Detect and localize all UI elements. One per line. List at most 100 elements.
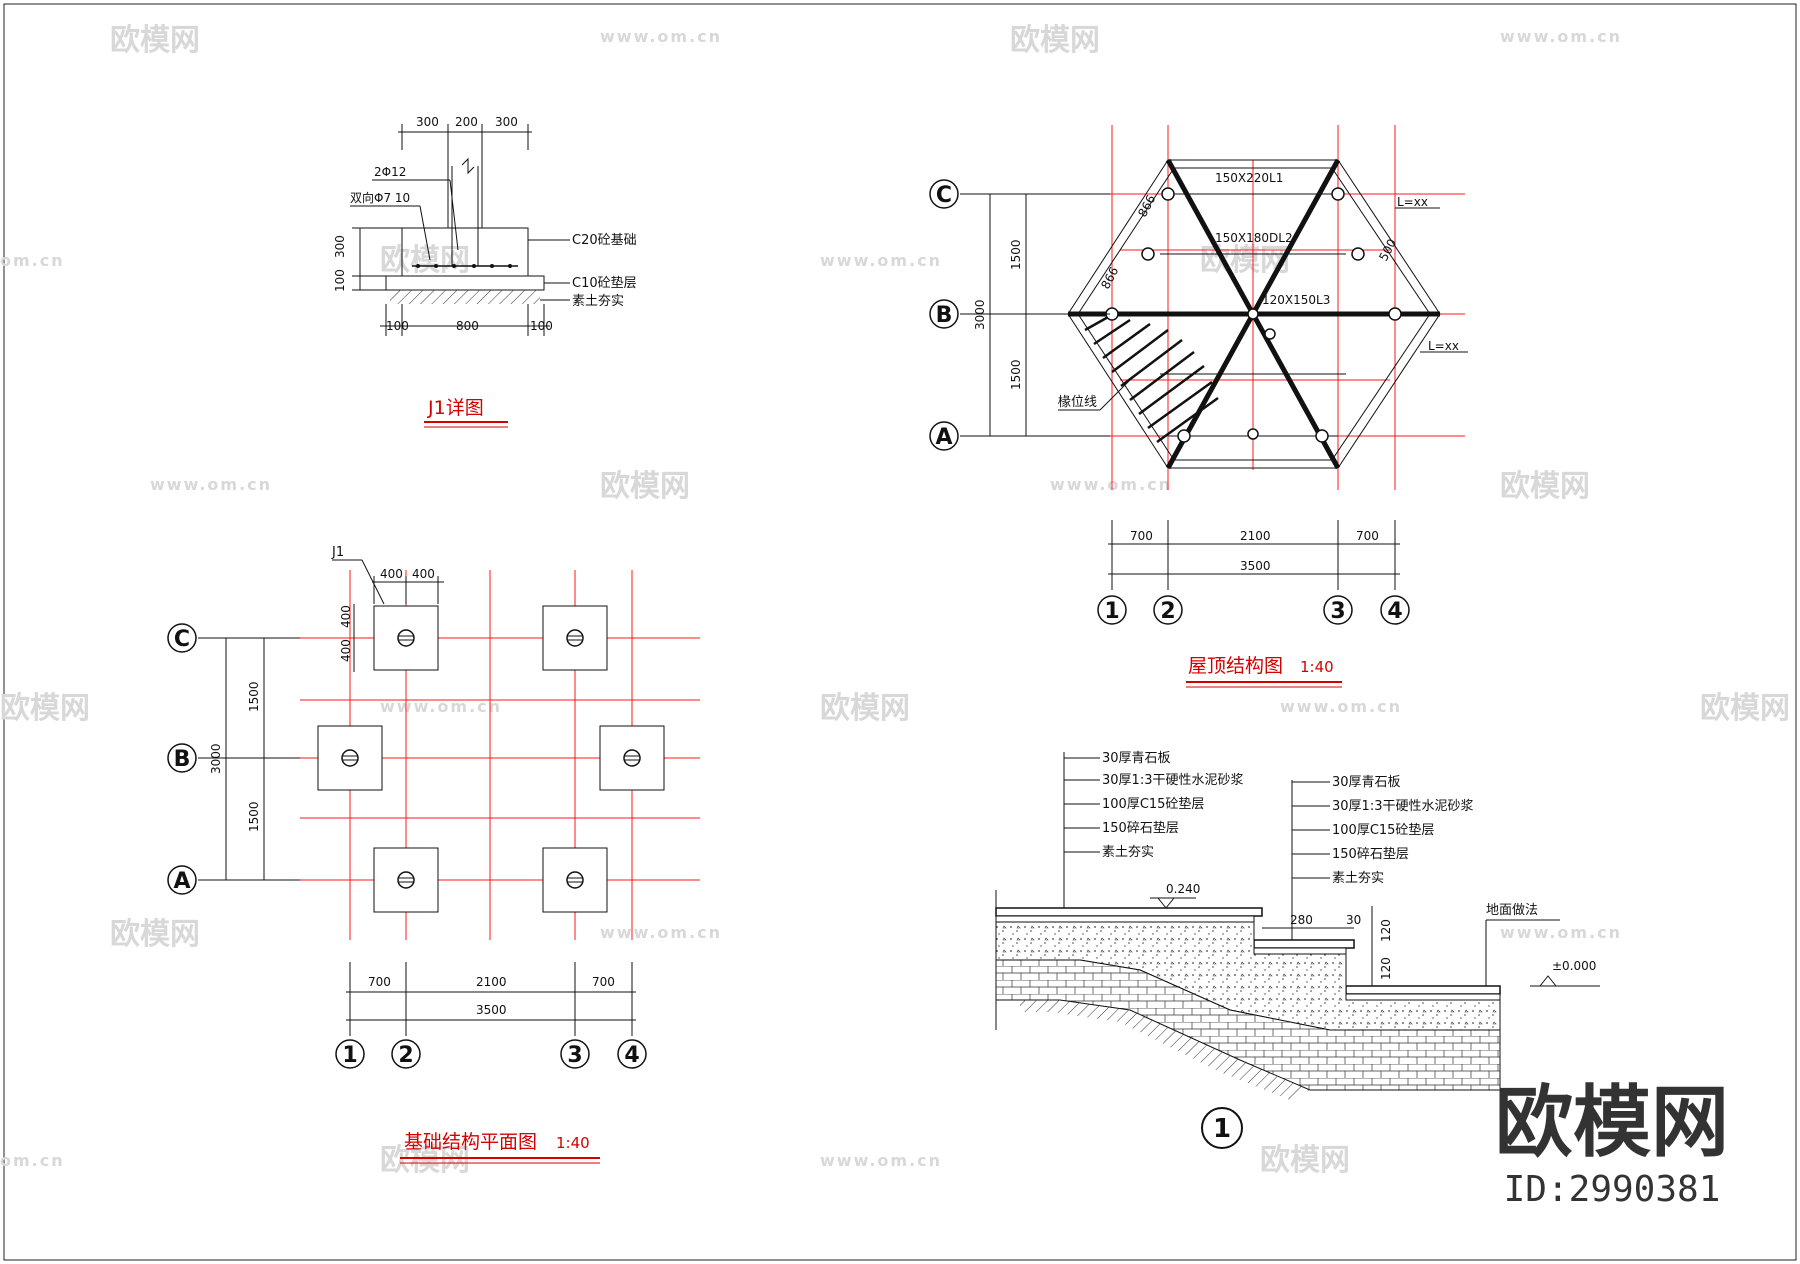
rebar-label: 双向Φ7 10 <box>350 190 410 205</box>
axis-bubble: C <box>929 179 959 209</box>
axis-bubble: A <box>929 421 959 451</box>
small-label: L=xx <box>1397 195 1428 209</box>
sheet-border <box>3 3 1797 1261</box>
dim-label: 300 <box>495 115 518 129</box>
svg-text:C: C <box>174 627 190 652</box>
dim-label: 2100 <box>1240 529 1271 543</box>
watermark-logo: 欧模网 <box>820 691 910 726</box>
foundation-plan: J1 400 400 400 400 1500 3000 1500 C B A … <box>167 545 700 1164</box>
svg-text:A: A <box>173 869 190 894</box>
small-label: L=xx <box>1428 339 1459 353</box>
layer-note: 30厚青石板 <box>1102 751 1171 766</box>
svg-text:A: A <box>935 425 952 450</box>
layer-note: 30厚1:3干硬性水泥砂浆 <box>1102 773 1243 788</box>
axis-bubble: B <box>929 299 959 329</box>
axis-bubble: 2 <box>1153 595 1183 625</box>
roof-title: 屋顶结构图 <box>1188 655 1283 677</box>
svg-text:B: B <box>174 747 191 772</box>
watermark-url: www.om.cn <box>820 251 942 270</box>
watermark-url: www.om.cn <box>1500 923 1622 942</box>
j1-tag: J1 <box>331 545 344 560</box>
axis-bubble: 2 <box>391 1039 421 1069</box>
watermark-logo: 欧模网 <box>110 23 200 58</box>
layer-note: C10砼垫层 <box>572 275 637 291</box>
watermark-url: www.om.cn <box>600 923 722 942</box>
level-mark: 0.240 <box>1166 882 1200 896</box>
layer-note: 素土夯实 <box>1332 871 1384 886</box>
watermark-logo: 欧模网 <box>600 469 690 504</box>
j1-title: J1详图 <box>427 397 484 419</box>
dim-label: 120 <box>1379 957 1393 980</box>
dim-label: 800 <box>456 319 479 333</box>
dim-label: 700 <box>1356 529 1379 543</box>
foundation-scale: 1:40 <box>556 1134 590 1152</box>
watermark-url: www.om.cn <box>600 27 722 46</box>
footing-j1 <box>373 605 439 671</box>
svg-text:3: 3 <box>1330 599 1345 624</box>
svg-text:C: C <box>936 183 952 208</box>
svg-text:2: 2 <box>398 1043 413 1068</box>
axis-bubble: B <box>167 743 197 773</box>
j1-detail: 300 200 300 300 100 100 800 100 <box>333 115 637 428</box>
layer-note: 150碎石垫层 <box>1102 820 1179 836</box>
axis-bubble: C <box>167 623 197 653</box>
dim-label: 1500 <box>1009 359 1023 390</box>
dim-label: 300 <box>416 115 439 129</box>
watermark-logo: 欧模网 <box>380 243 470 278</box>
dim-label: 200 <box>455 115 478 129</box>
watermark-url: www.om.cn <box>820 1151 942 1170</box>
dim-label: 400 <box>412 567 435 581</box>
roof-scale: 1:40 <box>1300 658 1334 676</box>
layer-note: 30厚青石板 <box>1332 775 1401 790</box>
watermark-layer: 欧模网 欧模网 www.om.cn www.om.cn om.cn www.om… <box>0 23 1790 1178</box>
svg-text:B: B <box>936 303 953 328</box>
watermark-url: om.cn <box>0 251 65 270</box>
axis-bubble: 4 <box>1380 595 1410 625</box>
axis-bubble: A <box>167 865 197 895</box>
dim-label: 866 <box>1098 265 1121 292</box>
watermark-url: www.om.cn <box>1050 475 1172 494</box>
axis-bubble: 1 <box>1097 595 1127 625</box>
brand-id: ID:2990381 <box>1503 1169 1721 1210</box>
watermark-logo: 欧模网 <box>1260 1143 1350 1178</box>
beam-label: 150X220L1 <box>1215 171 1283 185</box>
layer-note: C20砼基础 <box>572 233 637 248</box>
svg-text:1: 1 <box>1213 1114 1231 1144</box>
svg-text:4: 4 <box>624 1043 639 1068</box>
axis-bubble: 3 <box>1323 595 1353 625</box>
axis-bubble: 3 <box>560 1039 590 1069</box>
foundation-title: 基础结构平面图 <box>404 1131 537 1153</box>
brand-watermark: 欧模网 ID:2990381 <box>1482 1078 1742 1212</box>
dim-label: 2100 <box>476 975 507 989</box>
dim-label: 700 <box>368 975 391 989</box>
axis-bubble: 1 <box>335 1039 365 1069</box>
beam-label: 120X150L3 <box>1262 293 1330 307</box>
layer-note: 素土夯实 <box>572 294 624 309</box>
watermark-logo: 欧模网 <box>1500 469 1590 504</box>
svg-text:1: 1 <box>342 1043 357 1068</box>
dim-label: 400 <box>380 567 403 581</box>
layer-note: 150碎石垫层 <box>1332 846 1409 862</box>
watermark-logo: 欧模网 <box>380 1143 470 1178</box>
dim-label: 120 <box>1379 919 1393 942</box>
dim-label: 400 <box>339 605 353 628</box>
svg-text:3: 3 <box>567 1043 582 1068</box>
dim-label: 1500 <box>1009 239 1023 270</box>
dim-label: 700 <box>592 975 615 989</box>
dim-label: 700 <box>1130 529 1153 543</box>
layer-note: 素土夯实 <box>1102 845 1154 860</box>
dim-label: 1500 <box>247 681 261 712</box>
svg-text:4: 4 <box>1387 599 1402 624</box>
section-bubble: 1 <box>1201 1107 1243 1149</box>
dim-label: 3000 <box>973 299 987 330</box>
step-section: 30厚青石板 30厚1:3干硬性水泥砂浆 100厚C15砼垫层 150碎石垫层 … <box>995 751 1600 1149</box>
rafter-label: 椽位线 <box>1058 395 1097 410</box>
brand-name: 欧模网 <box>1494 1078 1729 1168</box>
layer-note: 30厚1:3干硬性水泥砂浆 <box>1332 799 1473 814</box>
ground-note: 地面做法 <box>1486 903 1538 918</box>
dim-label: 3500 <box>476 1003 507 1017</box>
dim-label: 500 <box>1376 237 1399 264</box>
dim-label: 100 <box>530 319 553 333</box>
watermark-logo: 欧模网 <box>1700 691 1790 726</box>
